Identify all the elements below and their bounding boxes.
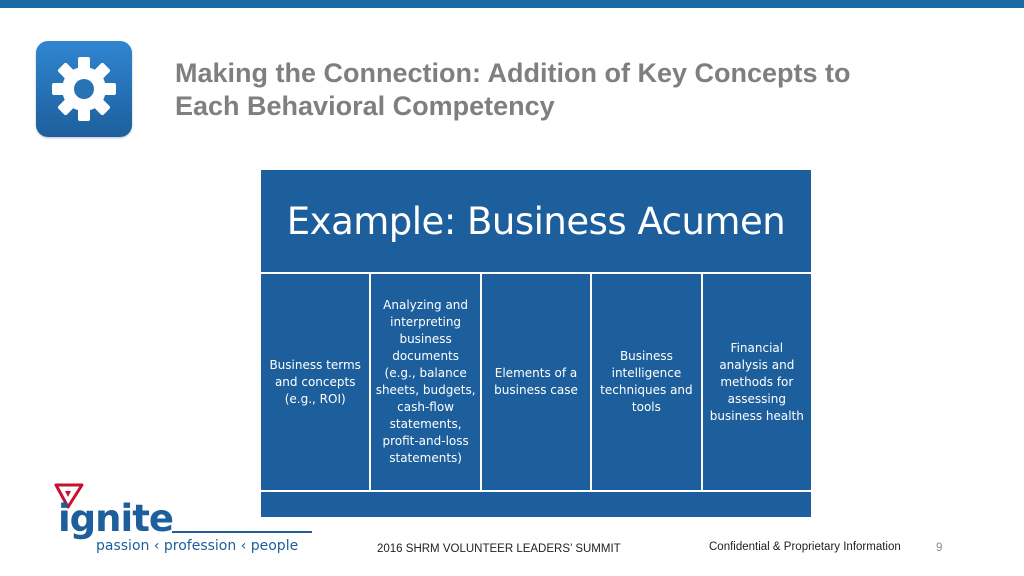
logo-rule [172, 531, 312, 533]
concept-card: Example: Business Acumen Business terms … [261, 170, 811, 517]
concept-columns: Business terms and concepts (e.g., ROI) … [261, 272, 811, 492]
concept-column: Elements of a business case [479, 274, 590, 490]
logo-wordmark: ignite [58, 497, 174, 540]
footer-event-name: 2016 SHRM VOLUNTEER LEADERS’ SUMMIT [377, 543, 621, 555]
ignite-logo: ignite passion ‹ profession ‹ people [54, 483, 324, 563]
logo-tagline: passion ‹ profession ‹ people [96, 538, 299, 554]
gear-icon [52, 57, 116, 121]
card-header: Example: Business Acumen [286, 199, 786, 243]
slide-title-line-2: Each Behavioral Competency [175, 91, 555, 121]
settings-tile [36, 41, 132, 137]
ignite-flame-mark [54, 483, 84, 509]
footer-confidential-notice: Confidential & Proprietary Information [709, 541, 901, 553]
top-accent-bar [0, 0, 1024, 8]
concept-column: Analyzing and interpreting business docu… [369, 274, 479, 490]
slide-title: Making the Connection: Addition of Key C… [175, 57, 975, 123]
page-number: 9 [936, 542, 943, 554]
slide-title-line-1: Making the Connection: Addition of Key C… [175, 58, 851, 88]
concept-column: Business intelligence techniques and too… [590, 274, 700, 490]
concept-column: Financial analysis and methods for asses… [700, 274, 811, 490]
concept-column: Business terms and concepts (e.g., ROI) [269, 357, 361, 406]
